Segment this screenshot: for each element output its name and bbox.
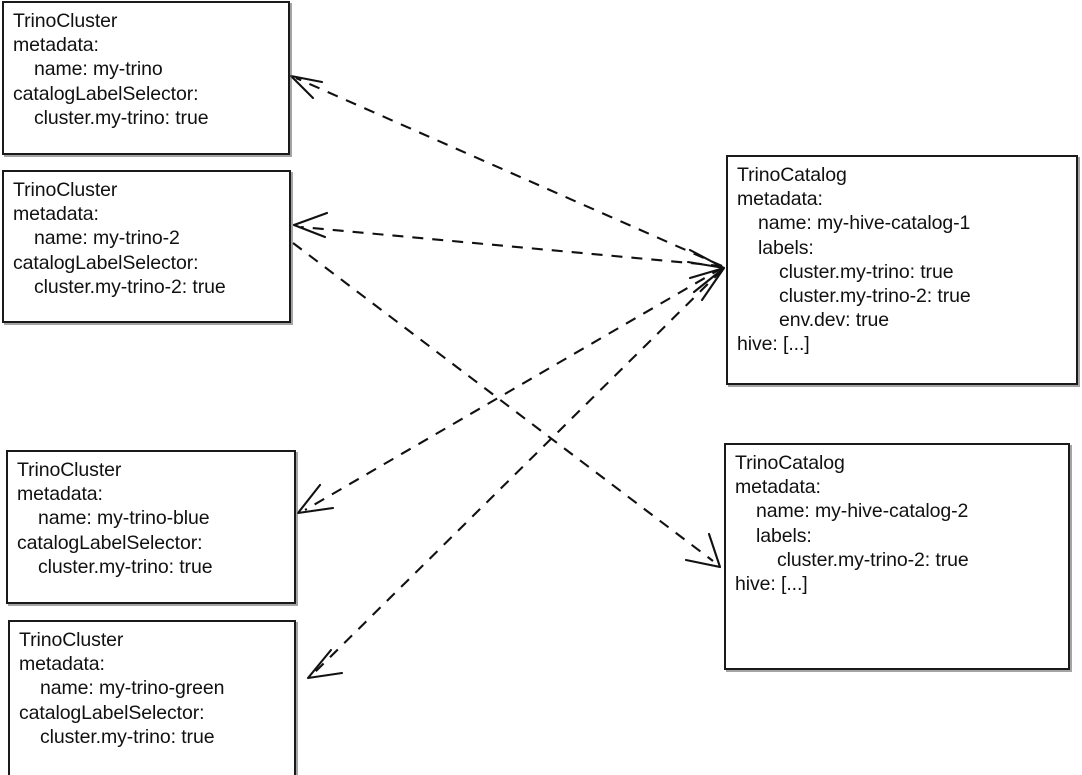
- edge-catalog1-to-my-trino: [289, 74, 723, 267]
- node-body: TrinoCluster metadata: name: my-trino-gr…: [19, 628, 286, 749]
- node-line: hive: [...]: [737, 333, 810, 356]
- node-line: cluster.my-trino: true: [38, 555, 213, 578]
- node-line: catalogLabelSelector:: [13, 82, 199, 105]
- edge-convergence-arrowhead: [686, 248, 726, 302]
- node-line: cluster.my-trino: true: [779, 260, 954, 283]
- node-line: name: my-trino-green: [40, 677, 225, 700]
- node-line: cluster.my-trino: true: [40, 725, 215, 748]
- node-line: name: my-trino-blue: [38, 507, 210, 530]
- node-line: cluster.my-trino-2: true: [779, 285, 971, 308]
- node-line: TrinoCluster: [13, 10, 118, 32]
- node-line: labels:: [756, 524, 812, 547]
- edge-catalog1-to-my-trino-green: [306, 269, 723, 680]
- node-line: metadata:: [17, 483, 103, 506]
- node-trinocluster-my-trino-2[interactable]: TrinoCluster metadata: name: my-trino-2 …: [2, 170, 291, 323]
- node-line: catalogLabelSelector:: [13, 251, 199, 274]
- node-body: TrinoCatalog metadata: name: my-hive-cat…: [737, 163, 1068, 357]
- node-line: TrinoCluster: [13, 179, 118, 201]
- node-line: name: my-trino: [34, 58, 163, 81]
- node-line: name: my-hive-catalog-2: [756, 500, 969, 523]
- node-body: TrinoCatalog metadata: name: my-hive-cat…: [735, 451, 1060, 596]
- node-trinocluster-my-trino-green[interactable]: TrinoCluster metadata: name: my-trino-gr…: [8, 620, 296, 775]
- node-line: catalogLabelSelector:: [19, 701, 205, 724]
- edge-catalog1-to-my-trino-2: [292, 211, 723, 268]
- node-line: env.dev: true: [779, 309, 889, 332]
- node-line: name: my-hive-catalog-1: [758, 212, 971, 235]
- node-line: TrinoCluster: [17, 459, 122, 481]
- node-trinocluster-my-trino-blue[interactable]: TrinoCluster metadata: name: my-trino-bl…: [6, 450, 296, 604]
- node-line: metadata:: [19, 653, 105, 676]
- node-trinocluster-my-trino[interactable]: TrinoCluster metadata: name: my-trino ca…: [2, 1, 290, 155]
- node-line: metadata:: [737, 188, 823, 211]
- node-line: TrinoCatalog: [735, 452, 845, 474]
- node-line: metadata:: [735, 476, 821, 499]
- node-line: catalogLabelSelector:: [17, 531, 203, 554]
- node-line: cluster.my-trino-2: true: [34, 275, 226, 298]
- node-body: TrinoCluster metadata: name: my-trino ca…: [13, 9, 280, 130]
- node-line: cluster.my-trino-2: true: [777, 548, 969, 571]
- node-trinocatalog-my-hive-catalog-2[interactable]: TrinoCatalog metadata: name: my-hive-cat…: [724, 443, 1070, 670]
- node-line: labels:: [758, 236, 814, 259]
- node-body: TrinoCluster metadata: name: my-trino-2 …: [13, 178, 281, 299]
- node-line: name: my-trino-2: [34, 227, 180, 250]
- node-line: hive: [...]: [735, 573, 808, 596]
- edge-catalog1-to-my-trino-blue: [296, 267, 723, 515]
- node-body: TrinoCluster metadata: name: my-trino-bl…: [17, 458, 286, 579]
- node-trinocatalog-my-hive-catalog-1[interactable]: TrinoCatalog metadata: name: my-hive-cat…: [726, 155, 1078, 385]
- node-line: metadata:: [13, 34, 99, 57]
- node-line: cluster.my-trino: true: [34, 106, 209, 129]
- edge-my-trino-2-to-catalog2: [292, 242, 722, 569]
- node-line: TrinoCluster: [19, 629, 124, 651]
- node-line: TrinoCatalog: [737, 164, 847, 186]
- node-line: metadata:: [13, 203, 99, 226]
